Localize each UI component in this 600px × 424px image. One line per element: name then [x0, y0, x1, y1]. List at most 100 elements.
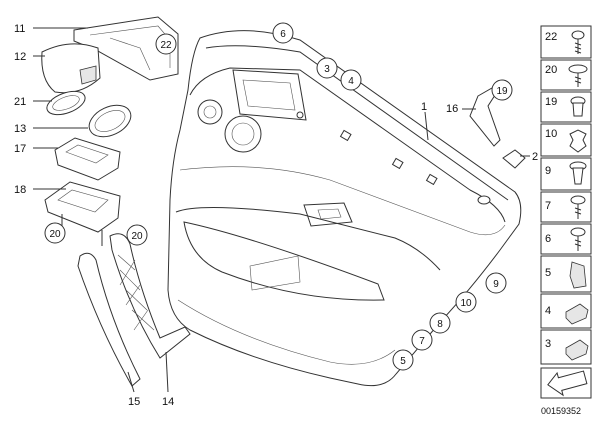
callout-15: 15	[128, 396, 140, 408]
speaker-grille-mesh	[94, 110, 126, 132]
circled-callouts: 22 20 20 6 3 4 19 9 10 8 7 5	[44, 22, 513, 371]
window-switch-opening	[242, 79, 296, 111]
clip-mount-3	[425, 173, 438, 186]
screw-thread-icon	[574, 39, 582, 54]
callout-7: 7	[419, 336, 425, 347]
armrest-contour	[175, 206, 441, 271]
legend-box-22	[540, 25, 592, 59]
circle-4	[340, 69, 362, 91]
callout-5: 5	[400, 356, 406, 367]
map-pocket-insert	[249, 255, 301, 291]
lower-panel-contour	[177, 299, 396, 365]
speaker-ring	[224, 115, 262, 153]
circle-20-right	[126, 224, 148, 246]
tweeter-center	[203, 105, 217, 119]
callout-9: 9	[493, 279, 499, 290]
callout-labels: 11 12 21 13 17 18 15 14 1 16 2	[14, 23, 538, 408]
callout-10: 10	[460, 298, 472, 309]
beltline-contour	[179, 166, 506, 236]
handle-bracket-body	[73, 16, 179, 81]
handle-carrier-body	[109, 233, 191, 359]
handle-bezel-insert	[79, 65, 97, 85]
catalog-number: 00159352	[541, 406, 581, 416]
pull-handle-body	[77, 252, 141, 387]
callout-2: 2	[532, 151, 538, 163]
legend-label-5: 5	[545, 267, 551, 279]
tray-inner	[57, 189, 109, 213]
circle-22	[155, 33, 177, 55]
circle-6	[272, 22, 294, 44]
legend-item-20: 20	[540, 59, 592, 91]
handle-bracket-rib	[89, 25, 171, 68]
screw-icon	[571, 30, 585, 40]
mounting-clip-icon	[565, 339, 589, 361]
circle-7	[411, 329, 433, 351]
door-trim-panel	[167, 30, 522, 387]
callout-20-left: 20	[49, 229, 61, 240]
small-parts-legend: 22 20 19 10 9	[540, 25, 592, 416]
screw-thread-icon	[574, 236, 582, 251]
callout-1: 1	[421, 101, 427, 113]
legend-item-22: 22	[540, 25, 592, 59]
legend-item-5: 5	[540, 255, 592, 293]
circle-9	[485, 272, 507, 294]
callout-13: 13	[14, 123, 26, 135]
callout-8: 8	[437, 319, 443, 330]
callout-6: 6	[280, 29, 286, 40]
upper-molding-edge	[205, 45, 509, 201]
circle-8	[429, 312, 451, 334]
callout-17: 17	[14, 143, 26, 155]
expansion-clip-icon	[569, 129, 587, 153]
storage-box-opening	[65, 144, 109, 164]
legend-label-3: 3	[545, 338, 551, 350]
circle-10	[455, 291, 477, 313]
tweeter-grille-ring	[46, 90, 86, 116]
legend-label-20: 20	[545, 64, 557, 76]
legend-label-10: 10	[545, 128, 557, 140]
screw-icon	[570, 195, 586, 205]
legend-item-7: 7	[540, 191, 592, 223]
map-pocket	[183, 221, 385, 301]
window-switch-frame	[232, 69, 307, 121]
part-14-handle-carrier	[109, 233, 191, 359]
callout-16: 16	[446, 103, 458, 115]
part-18-tray	[44, 181, 121, 246]
part-12-handle-bezel	[41, 43, 101, 94]
tray-body	[44, 181, 121, 233]
part-11-handle-bracket	[73, 16, 179, 81]
handle-carrier-lattice	[117, 254, 155, 331]
handle-bracket-rib-2	[109, 37, 151, 71]
circle-5	[392, 349, 414, 371]
part-13-speaker-grille	[88, 104, 132, 138]
speaker-grille-ring	[88, 104, 132, 138]
direction-arrow-icon	[547, 370, 588, 397]
legend-item-6: 6	[540, 223, 592, 255]
clip-nut-icon	[569, 261, 587, 289]
callout-21: 21	[14, 96, 26, 108]
circle-3	[316, 57, 338, 79]
orientation-arrow-box	[540, 367, 592, 399]
plug-body-icon	[572, 102, 584, 117]
screw-thread-icon	[574, 204, 582, 219]
tweeter-grille-mesh	[52, 95, 80, 111]
switch-screw-point	[296, 111, 304, 119]
legend-label-22: 22	[545, 31, 557, 43]
callout-4: 4	[348, 76, 354, 87]
legend-item-3: 3	[540, 329, 592, 365]
door-opener-recess	[303, 202, 353, 227]
speaker-center	[231, 122, 255, 146]
legend-label-19: 19	[545, 96, 557, 108]
upper-molding-lower-edge	[189, 67, 506, 223]
leader-14	[165, 351, 169, 393]
circle-20-left	[44, 222, 66, 244]
callout-14: 14	[162, 396, 174, 408]
clip-mount-2	[391, 157, 404, 170]
lower-right-grommet	[477, 195, 491, 205]
callout-11: 11	[14, 23, 25, 35]
clip-mount-1	[339, 129, 352, 142]
retaining-clip-icon	[565, 303, 589, 325]
legend-label-7: 7	[545, 200, 551, 212]
legend-item-4: 4	[540, 293, 592, 329]
